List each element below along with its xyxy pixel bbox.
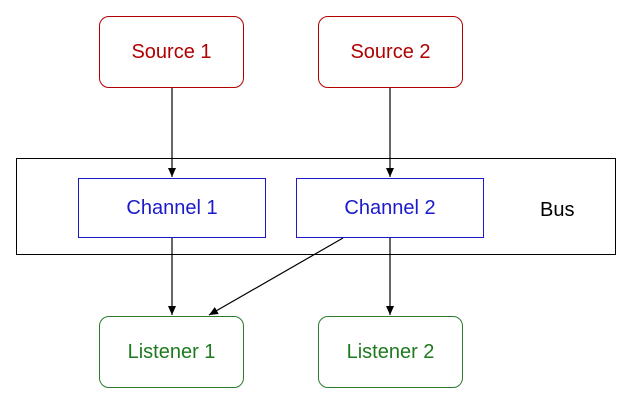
source-2-node: Source 2 xyxy=(318,16,463,88)
channel-1-label: Channel 1 xyxy=(126,196,218,219)
bus-label: Bus xyxy=(540,199,575,221)
source-2-label: Source 2 xyxy=(350,40,431,63)
arrow-channel2-to-listener1 xyxy=(208,237,344,316)
source-1-label: Source 1 xyxy=(131,40,212,63)
bus-container xyxy=(16,158,616,255)
channel-1-node: Channel 1 xyxy=(78,178,266,238)
channel-2-label: Channel 2 xyxy=(344,196,436,219)
listener-1-label: Listener 1 xyxy=(127,340,216,363)
channel-2-node: Channel 2 xyxy=(296,178,484,238)
listener-1-node: Listener 1 xyxy=(99,316,244,388)
listener-2-node: Listener 2 xyxy=(318,316,463,388)
source-1-node: Source 1 xyxy=(99,16,244,88)
listener-2-label: Listener 2 xyxy=(346,340,435,363)
